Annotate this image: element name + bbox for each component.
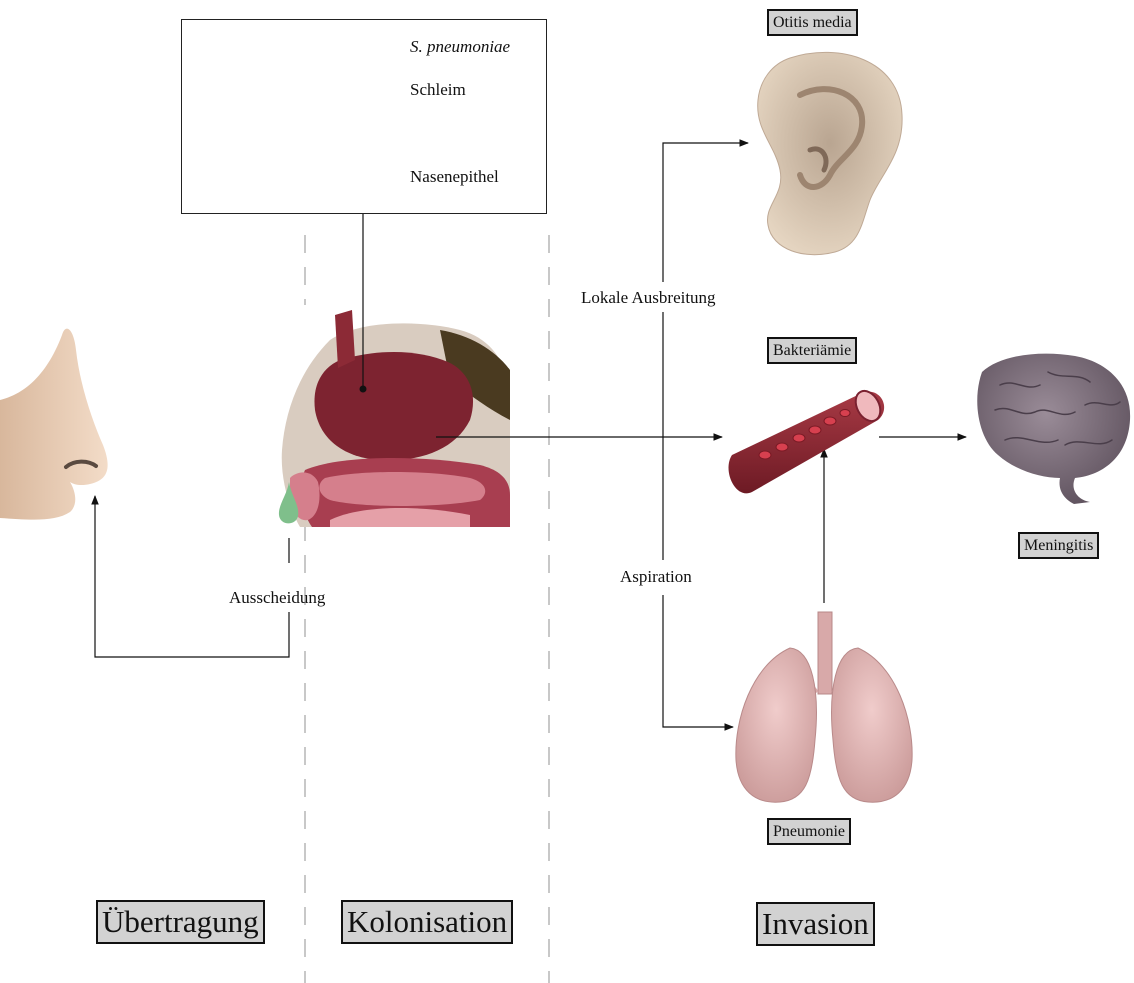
label-otitis-media: Otitis media <box>767 9 858 36</box>
label-mucus: Schleim <box>410 81 466 98</box>
label-excretion: Ausscheidung <box>229 589 325 606</box>
inset-connector-dot <box>360 386 367 393</box>
nasal-cavity-illustration <box>280 305 510 527</box>
blood-vessel-illustration <box>729 387 886 494</box>
ear-illustration <box>758 52 902 254</box>
label-local-spread: Lokale Ausbreitung <box>581 289 716 306</box>
aspiration-arrow <box>663 595 733 727</box>
label-bacteremia: Bakteriämie <box>767 337 857 364</box>
lungs-illustration <box>736 612 912 802</box>
stage-colonisation: Kolonisation <box>341 900 513 944</box>
label-nasal-epithelium: Nasenepithel <box>410 168 499 185</box>
nose-illustration <box>0 329 108 520</box>
label-aspiration: Aspiration <box>620 568 692 585</box>
label-meningitis: Meningitis <box>1018 532 1099 559</box>
stage-transmission: Übertragung <box>96 900 265 944</box>
label-pneumonia: Pneumonie <box>767 818 851 845</box>
label-s-pneumoniae: S. pneumoniae <box>410 38 510 55</box>
brain-illustration <box>977 354 1130 504</box>
local-spread-arrow <box>663 143 748 282</box>
stage-invasion: Invasion <box>756 902 875 946</box>
transmission-arrow <box>95 496 289 657</box>
